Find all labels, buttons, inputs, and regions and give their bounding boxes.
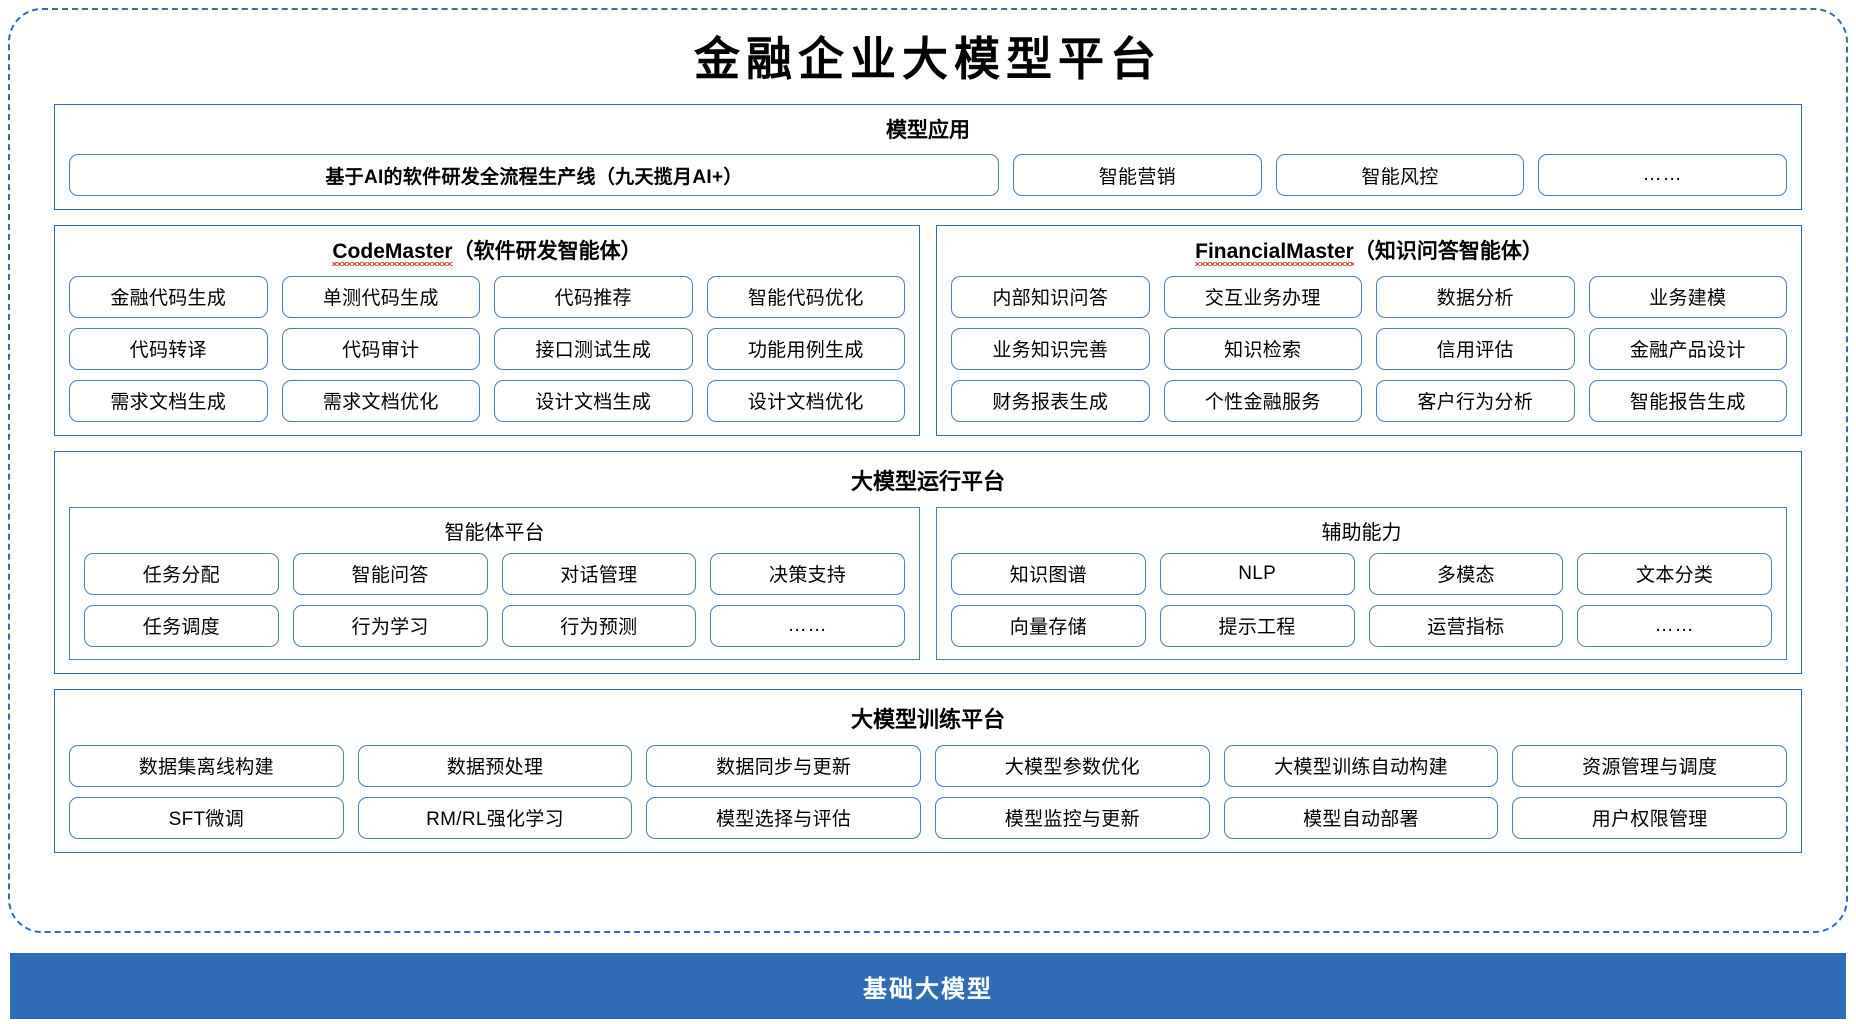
subpanel-title-agent-platform: 智能体平台 <box>444 521 545 544</box>
chip-capability[interactable]: NLP <box>1159 552 1355 595</box>
model-application-row: 基于AI的软件研发全流程生产线（九天揽月AI+） 智能营销 智能风控 …… <box>69 154 1788 197</box>
chip-capability[interactable]: 决策支持 <box>710 552 905 595</box>
chip-row: 内部知识问答 交互业务办理 数据分析 业务建模 <box>951 275 1787 318</box>
chip-capability[interactable]: 个性金融服务 <box>1163 379 1362 422</box>
chip-capability[interactable]: 知识图谱 <box>951 552 1146 595</box>
chip-ai-pipeline[interactable]: 基于AI的软件研发全流程生产线（九天揽月AI+） <box>69 154 999 197</box>
chip-capability[interactable]: 设计文档生成 <box>494 379 693 422</box>
subpanel-auxiliary-capability: 辅助能力 知识图谱 NLP 多模态 文本分类 向量存储 提示工程 运营指标 …… <box>936 506 1787 660</box>
section-runtime-platform: 大模型运行平台 智能体平台 任务分配 智能问答 对话管理 决策支持 任务调度 行… <box>54 450 1802 674</box>
chip-capability[interactable]: 接口测试生成 <box>494 327 693 370</box>
chip-row: 财务报表生成 个性金融服务 客户行为分析 智能报告生成 <box>951 379 1787 422</box>
chip-row: 数据集离线构建 数据预处理 数据同步与更新 大模型参数优化 大模型训练自动构建 … <box>69 744 1788 787</box>
chip-capability[interactable]: 单测代码生成 <box>281 275 480 318</box>
chip-capability[interactable]: 代码转译 <box>69 327 268 370</box>
chip-capability[interactable]: 需求文档优化 <box>281 379 480 422</box>
agent-panel-codemaster: CodeMaster（软件研发智能体） 金融代码生成 单测代码生成 代码推荐 智… <box>54 225 920 436</box>
chip-capability[interactable]: SFT微调 <box>69 796 344 839</box>
section-agents: CodeMaster（软件研发智能体） 金融代码生成 单测代码生成 代码推荐 智… <box>54 225 1802 436</box>
chip-capability[interactable]: 业务知识完善 <box>951 327 1150 370</box>
chip-agent-platform-more[interactable]: …… <box>710 604 905 647</box>
chip-model-application-more[interactable]: …… <box>1538 154 1788 197</box>
chip-capability[interactable]: 模型自动部署 <box>1223 796 1499 839</box>
agent-subtitle-financialmaster: （知识问答智能体） <box>1353 240 1543 264</box>
chip-capability[interactable]: 代码推荐 <box>494 275 693 318</box>
chip-capability[interactable]: 数据同步与更新 <box>646 744 922 787</box>
chip-capability[interactable]: 智能问答 <box>292 552 488 595</box>
chip-row: 代码转译 代码审计 接口测试生成 功能用例生成 <box>69 327 905 370</box>
chip-capability[interactable]: 多模态 <box>1368 552 1564 595</box>
chip-capability[interactable]: 数据集离线构建 <box>69 744 344 787</box>
chip-smart-risk-control[interactable]: 智能风控 <box>1275 154 1525 197</box>
chip-capability[interactable]: 金融代码生成 <box>69 275 268 318</box>
chip-row: 任务调度 行为学习 行为预测 …… <box>84 604 905 647</box>
chip-capability[interactable]: 向量存储 <box>951 604 1146 647</box>
chip-capability[interactable]: 业务建模 <box>1588 275 1787 318</box>
chip-row: 任务分配 智能问答 对话管理 决策支持 <box>84 552 905 595</box>
agent-title-financialmaster: FinancialMaster（知识问答智能体） <box>951 235 1787 275</box>
chip-row: 向量存储 提示工程 运营指标 …… <box>951 604 1772 647</box>
chip-capability[interactable]: 金融产品设计 <box>1588 327 1787 370</box>
chip-capability[interactable]: 模型选择与评估 <box>646 796 922 839</box>
agent-name-codemaster: CodeMaster <box>332 240 453 264</box>
chip-capability[interactable]: RM/RL强化学习 <box>357 796 633 839</box>
subpanel-title-auxiliary-capability: 辅助能力 <box>1321 521 1402 544</box>
page-title: 金融企业大模型平台 <box>694 32 1162 86</box>
chip-capability[interactable]: 智能报告生成 <box>1588 379 1787 422</box>
agent-name-financialmaster: FinancialMaster <box>1195 240 1354 264</box>
chip-capability[interactable]: 功能用例生成 <box>706 327 905 370</box>
base-model-bar: 基础大模型 <box>10 953 1846 1019</box>
section-training-platform: 大模型训练平台 数据集离线构建 数据预处理 数据同步与更新 大模型参数优化 大模… <box>54 688 1802 853</box>
chip-capability[interactable]: 数据分析 <box>1376 275 1575 318</box>
chip-capability[interactable]: 模型监控与更新 <box>935 796 1210 839</box>
agent-title-codemaster: CodeMaster（软件研发智能体） <box>69 235 905 275</box>
chip-row: 金融代码生成 单测代码生成 代码推荐 智能代码优化 <box>69 275 905 318</box>
chip-capability[interactable]: 文本分类 <box>1577 552 1772 595</box>
chip-capability[interactable]: 资源管理与调度 <box>1512 744 1788 787</box>
chip-capability[interactable]: 内部知识问答 <box>951 275 1150 318</box>
chip-row: 需求文档生成 需求文档优化 设计文档生成 设计文档优化 <box>69 379 905 422</box>
chip-capability[interactable]: 设计文档优化 <box>706 379 905 422</box>
chip-row: SFT微调 RM/RL强化学习 模型选择与评估 模型监控与更新 模型自动部署 用… <box>69 796 1788 839</box>
chip-capability[interactable]: 运营指标 <box>1368 604 1564 647</box>
chip-capability[interactable]: 大模型参数优化 <box>935 744 1210 787</box>
chip-capability[interactable]: 信用评估 <box>1376 327 1575 370</box>
section-title-training-platform: 大模型训练平台 <box>850 706 1005 732</box>
chip-capability[interactable]: 客户行为分析 <box>1376 379 1575 422</box>
chip-capability[interactable]: 对话管理 <box>501 552 697 595</box>
chip-capability[interactable]: 提示工程 <box>1159 604 1355 647</box>
chip-capability[interactable]: 知识检索 <box>1163 327 1362 370</box>
chip-capability[interactable]: 代码审计 <box>281 327 480 370</box>
chip-capability[interactable]: 行为预测 <box>501 604 697 647</box>
runtime-columns: 智能体平台 任务分配 智能问答 对话管理 决策支持 任务调度 行为学习 行为预测… <box>69 506 1787 660</box>
chip-capability[interactable]: 需求文档生成 <box>69 379 268 422</box>
chip-row: 知识图谱 NLP 多模态 文本分类 <box>951 552 1772 595</box>
chip-capability[interactable]: 行为学习 <box>292 604 488 647</box>
chip-row: 业务知识完善 知识检索 信用评估 金融产品设计 <box>951 327 1787 370</box>
chip-capability[interactable]: 任务调度 <box>84 604 279 647</box>
section-title-model-application: 模型应用 <box>886 119 970 142</box>
section-model-application: 模型应用 基于AI的软件研发全流程生产线（九天揽月AI+） 智能营销 智能风控 … <box>54 104 1802 211</box>
agent-panel-financialmaster: FinancialMaster（知识问答智能体） 内部知识问答 交互业务办理 数… <box>936 225 1802 436</box>
chip-capability[interactable]: 用户权限管理 <box>1512 796 1788 839</box>
platform-frame: 金融企业大模型平台 模型应用 基于AI的软件研发全流程生产线（九天揽月AI+） … <box>8 8 1848 933</box>
chip-smart-marketing[interactable]: 智能营销 <box>1013 154 1262 197</box>
chip-capability[interactable]: 财务报表生成 <box>951 379 1150 422</box>
subpanel-agent-platform: 智能体平台 任务分配 智能问答 对话管理 决策支持 任务调度 行为学习 行为预测… <box>69 506 920 660</box>
chip-capability[interactable]: 数据预处理 <box>357 744 633 787</box>
chip-capability[interactable]: 大模型训练自动构建 <box>1223 744 1499 787</box>
section-title-runtime-platform: 大模型运行平台 <box>850 468 1005 494</box>
chip-capability[interactable]: 任务分配 <box>84 552 279 595</box>
chip-capability[interactable]: 交互业务办理 <box>1163 275 1362 318</box>
chip-capability[interactable]: 智能代码优化 <box>706 275 905 318</box>
agent-subtitle-codemaster: （软件研发智能体） <box>452 240 642 264</box>
chip-auxiliary-more[interactable]: …… <box>1577 604 1772 647</box>
